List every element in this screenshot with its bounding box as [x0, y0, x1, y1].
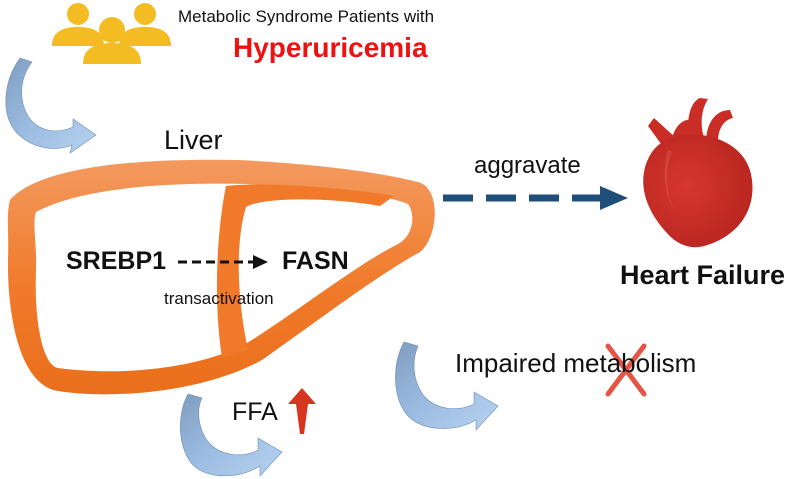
- curved-arrow-to-ffa: [180, 393, 283, 477]
- liver-label: Liver: [164, 125, 223, 155]
- liver-shape: [7, 159, 435, 395]
- condition-text: Hyperuricemia: [233, 32, 428, 63]
- aggravate-label: aggravate: [474, 152, 581, 179]
- transactivation-arrow-head: [253, 255, 268, 269]
- people-group-icon: [52, 3, 171, 64]
- ffa-label: FFA: [232, 398, 278, 426]
- curved-arrow-people-to-liver: [5, 57, 97, 154]
- impaired-metabolism-label: Impaired metabolism: [455, 348, 697, 378]
- heart-icon: [643, 98, 753, 248]
- gene-srebp1-label: SREBP1: [66, 247, 167, 275]
- gene-fasn-label: FASN: [282, 247, 349, 275]
- heart-failure-label: Heart Failure: [620, 260, 786, 290]
- transactivation-label: transactivation: [164, 289, 274, 308]
- aggravate-arrow-head: [600, 186, 628, 210]
- cross-mark-icon: [605, 343, 647, 397]
- up-arrow-icon: [288, 388, 316, 434]
- patients-text: Metabolic Syndrome Patients with: [178, 7, 435, 26]
- curved-arrow-to-metabolism: [395, 341, 499, 431]
